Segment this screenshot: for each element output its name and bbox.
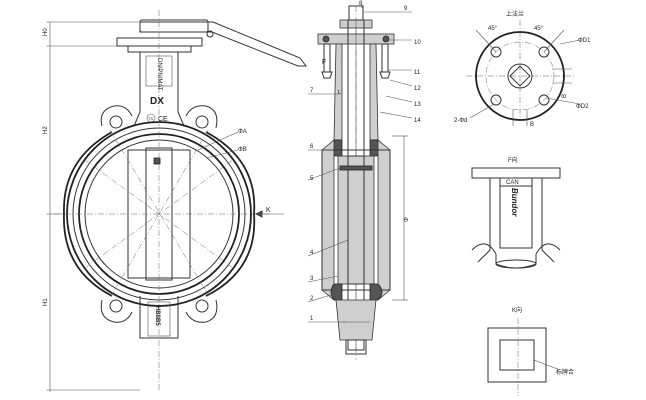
- part-label-5: 5: [310, 176, 314, 182]
- body-lugs: [100, 105, 218, 323]
- body-code: HB8B5: [154, 306, 160, 326]
- letter-l: L: [338, 90, 342, 96]
- dim-phi-a: ΦA: [238, 129, 247, 135]
- part-label-10: 10: [414, 40, 421, 46]
- square-drive: [509, 65, 531, 87]
- f-view-neck: [477, 178, 555, 263]
- label-d2: ΦD2: [576, 104, 589, 110]
- part-label-1: 1: [310, 316, 314, 322]
- valve-neck: [133, 52, 185, 127]
- top-flange-view: 上法兰 45° 45° ΦD1 ΦD2 2-Φd B B: [454, 10, 591, 128]
- dim-phi: Φ: [404, 217, 410, 222]
- nameplate-text: DN/PN/MAT: [156, 58, 162, 91]
- lever-pivot-icon: [206, 30, 214, 38]
- dim-h2: H2: [43, 126, 49, 134]
- f-direction-view: F向 CAN Bundor: [471, 156, 561, 269]
- part-label-9: 9: [404, 6, 408, 12]
- part-label-8: 8: [359, 1, 363, 7]
- label-b-bottom: B: [530, 122, 534, 128]
- part-label-7: 7: [310, 88, 314, 94]
- letter-f: F: [322, 59, 326, 66]
- part-label-12: 12: [414, 86, 421, 92]
- front-view: DN/PN/MAT DX TS CE HB8B5: [43, 10, 307, 392]
- part-label-6: 6: [310, 144, 314, 150]
- dim-h1: H1: [43, 298, 49, 306]
- lever-grip: [139, 19, 209, 33]
- k-view-inner-square: [499, 339, 535, 371]
- can-label: CAN: [506, 180, 519, 186]
- body-mark-ce: CE: [158, 116, 168, 123]
- part-label-3: 3: [310, 276, 314, 282]
- dim-phi-b: ΦB: [238, 147, 247, 153]
- k-view-title: K向: [512, 306, 522, 314]
- dim-k: K: [266, 207, 271, 214]
- section-view: Φ 7 6 5 4 3 2 1 F L 8 9 10 11 12 13 14: [307, 1, 421, 360]
- top-flange-title: 上法兰: [506, 10, 524, 18]
- top-flange-plate: [116, 37, 203, 47]
- part-label-2: 2: [310, 296, 314, 302]
- body-mark-ts: TS: [148, 116, 153, 121]
- part-label-11: 11: [414, 70, 421, 76]
- angle-label-left: 45°: [488, 26, 498, 32]
- body-section: [321, 139, 335, 301]
- k-view-outer-square: [487, 327, 547, 383]
- lever-handle: [139, 21, 307, 67]
- part-label-14: 14: [414, 118, 421, 124]
- disc-section: [337, 155, 375, 285]
- k-direction-view: K向 标牌合: [487, 306, 574, 396]
- label-d1: ΦD1: [578, 38, 591, 44]
- part-label-13: 13: [414, 102, 421, 108]
- f-view-title: F向: [508, 156, 518, 164]
- label-holes: 2-Φd: [454, 118, 467, 124]
- flange-outer-circle: [475, 31, 565, 121]
- label-b-side: B: [562, 94, 568, 98]
- flange-bolt-holes: [490, 46, 550, 106]
- body-mark-dx: DX: [150, 96, 164, 107]
- dim-h0: H0: [43, 28, 49, 36]
- k-view-note: 标牌合: [556, 368, 574, 376]
- brand-text: Bundor: [510, 188, 519, 217]
- angle-label-right: 45°: [534, 26, 544, 32]
- part-label-4: 4: [310, 250, 314, 256]
